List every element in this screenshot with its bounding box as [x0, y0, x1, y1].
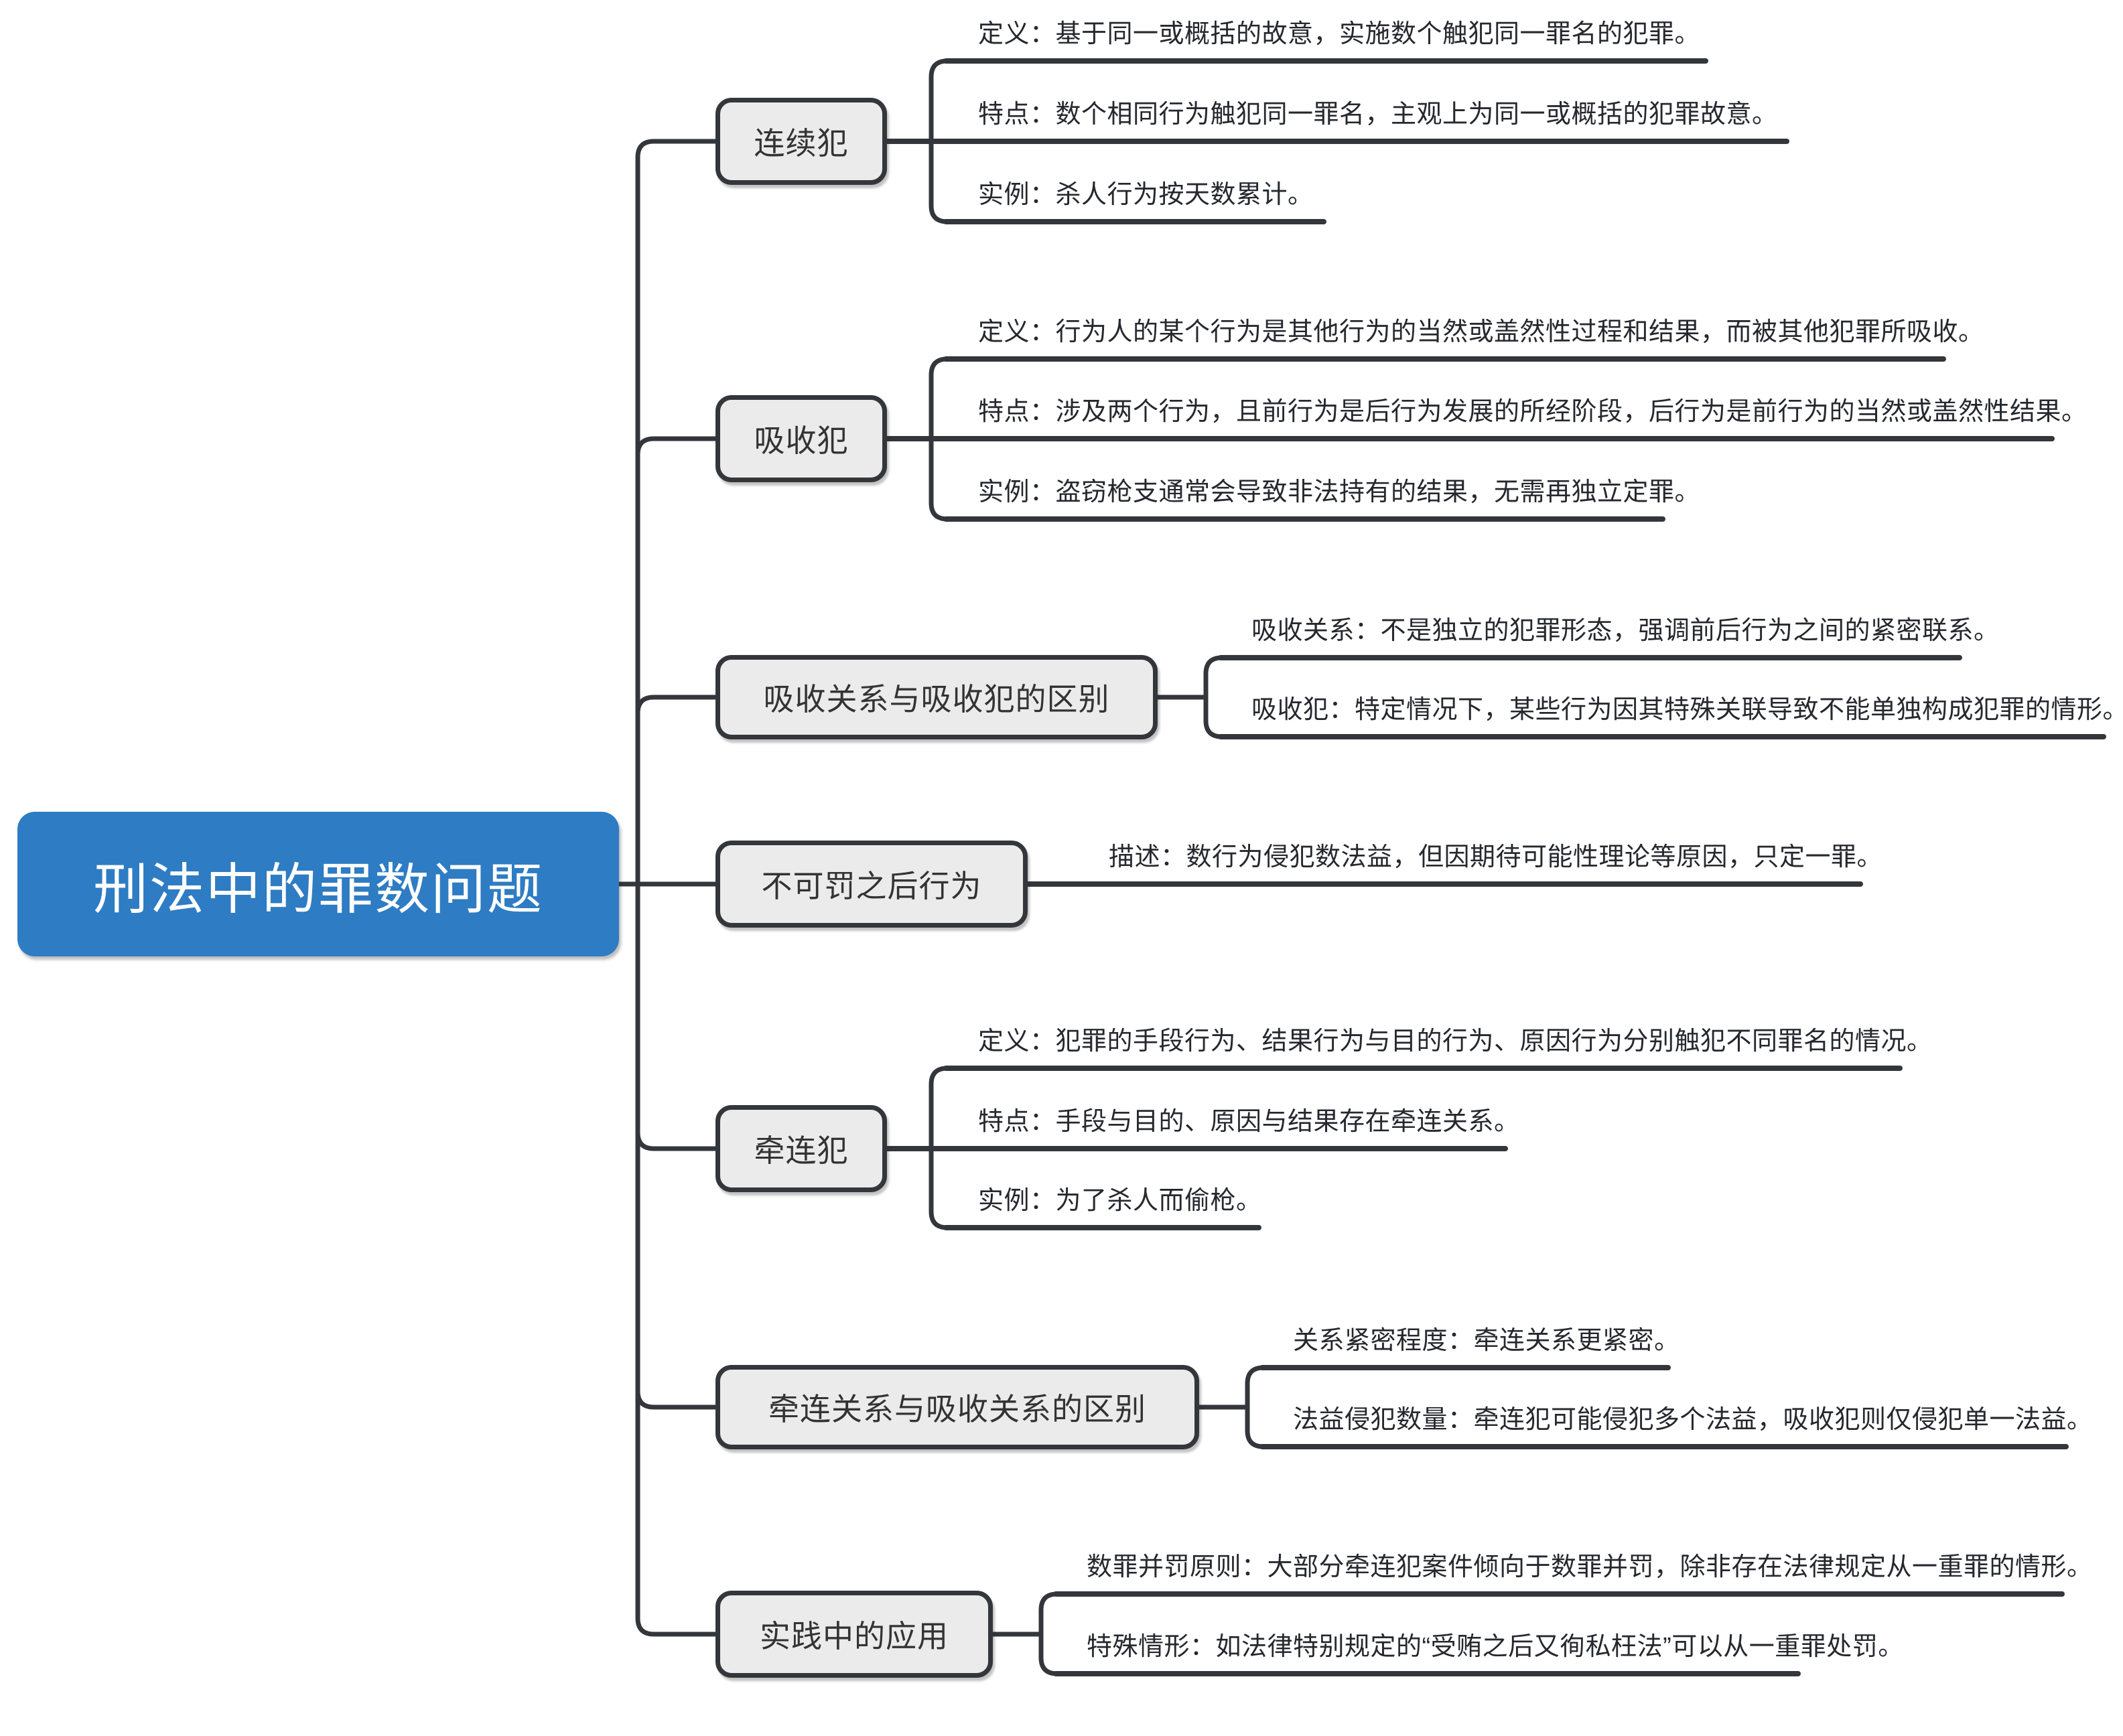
branch-node-label: 连续犯: [754, 126, 849, 161]
elbow-branch3: [635, 695, 718, 716]
leaf-topic[interactable]: 吸收关系：不是独立的犯罪形态，强调前后行为之间的紧密联系。: [1251, 615, 2000, 647]
leaf-topic[interactable]: 定义：犯罪的手段行为、结果行为与目的行为、原因行为分别触犯不同罪名的情况。: [978, 1025, 1933, 1058]
root-topic-label: 刑法中的罪数问题: [92, 859, 543, 920]
leaf-topic[interactable]: 实例：杀人行为按天数累计。: [978, 179, 1314, 211]
leaf-topic-text: 特殊情形：如法律特别规定的“受贿之后又徇私枉法”可以从一重罪处罚。: [1087, 1633, 1904, 1661]
branch-node-label: 不可罚之后行为: [761, 869, 982, 903]
leaf-topic-text: 实例：为了杀人而偷枪。: [978, 1187, 1262, 1215]
leaf-topic-text: 定义：基于同一或概括的故意，实施数个触犯同一罪名的犯罪。: [978, 20, 1701, 48]
leaf-topic[interactable]: 吸收犯：特定情况下，某些行为因其特殊关联导致不能单独构成犯罪的情形。: [1251, 694, 2123, 726]
trunk-line: [635, 139, 718, 1637]
bracket-branch7: [1038, 1591, 1060, 1676]
leaf-topic[interactable]: 数罪并罚原则：大部分牵连犯案件倾向于数罪并罚，除非存在法律规定从一重罪的情形。: [1087, 1551, 2093, 1583]
leaf-topic-text: 吸收犯：特定情况下，某些行为因其特殊关联导致不能单独构成犯罪的情形。: [1251, 696, 2123, 724]
branch-node-label: 实践中的应用: [760, 1619, 949, 1654]
leaf-topic[interactable]: 定义：行为人的某个行为是其他行为的当然或盖然性过程和结果，而被其他犯罪所吸收。: [978, 316, 1984, 348]
leaf-topic[interactable]: 关系紧密程度：牵连关系更紧密。: [1293, 1325, 1680, 1357]
branch-node-qianlian-xishou-qubie[interactable]: 牵连关系与吸收关系的区别: [715, 1365, 1199, 1449]
leaf-topic-text: 描述：数行为侵犯数法益，但因期待可能性理论等原因，只定一罪。: [1109, 843, 1883, 871]
branch-node-lianxufan[interactable]: 连续犯: [715, 98, 887, 185]
leaf-topic-text: 实例：杀人行为按天数累计。: [978, 181, 1314, 209]
branch-node-shijian-yingyong[interactable]: 实践中的应用: [715, 1591, 993, 1678]
leaf-topic-text: 定义：犯罪的手段行为、结果行为与目的行为、原因行为分别触犯不同罪名的情况。: [978, 1027, 1933, 1056]
root-topic[interactable]: 刑法中的罪数问题: [17, 812, 619, 956]
leaf-topic[interactable]: 特点：手段与目的、原因与结果存在牵连关系。: [978, 1106, 1520, 1138]
elbow-branch6: [635, 1388, 718, 1410]
leaf-topic-text: 特点：手段与目的、原因与结果存在牵连关系。: [978, 1108, 1520, 1136]
elbow-branch2: [635, 436, 718, 457]
branch-node-bukefa-zhihou-xingwei[interactable]: 不可罚之后行为: [715, 841, 1028, 928]
leaf-topic[interactable]: 实例：为了杀人而偷枪。: [978, 1185, 1262, 1217]
leaf-topic-text: 特点：涉及两个行为，且前行为是后行为发展的所经阶段，后行为是前行为的当然或盖然性…: [978, 398, 2087, 426]
branch-node-xishoufan[interactable]: 吸收犯: [715, 395, 887, 482]
bracket-branch3: [1203, 655, 1225, 739]
branch-node-label: 牵连关系与吸收关系的区别: [768, 1392, 1146, 1427]
leaf-topic[interactable]: 特点：涉及两个行为，且前行为是后行为发展的所经阶段，后行为是前行为的当然或盖然性…: [978, 396, 2087, 428]
leaf-topic-text: 实例：盗窃枪支通常会导致非法持有的结果，无需再独立定罪。: [978, 478, 1701, 506]
leaf-topic[interactable]: 实例：盗窃枪支通常会导致非法持有的结果，无需再独立定罪。: [978, 476, 1700, 508]
leaf-topic-text: 定义：行为人的某个行为是其他行为的当然或盖然性过程和结果，而被其他犯罪所吸收。: [978, 318, 1984, 346]
leaf-topic-text: 数罪并罚原则：大部分牵连犯案件倾向于数罪并罚，除非存在法律规定从一重罪的情形。: [1087, 1553, 2093, 1581]
bracket-branch6: [1245, 1365, 1266, 1449]
leaf-topic[interactable]: 特殊情形：如法律特别规定的“受贿之后又徇私枉法”可以从一重罪处罚。: [1087, 1631, 1904, 1663]
leaf-topic[interactable]: 描述：数行为侵犯数法益，但因期待可能性理论等原因，只定一罪。: [1109, 841, 1882, 873]
leaf-topic-text: 法益侵犯数量：牵连犯可能侵犯多个法益，吸收犯则仅侵犯单一法益。: [1293, 1406, 2093, 1434]
branch-node-xishou-guanxi-qubie[interactable]: 吸收关系与吸收犯的区别: [715, 655, 1158, 739]
branch-node-qianlianfan[interactable]: 牵连犯: [715, 1105, 887, 1192]
leaf-topic[interactable]: 法益侵犯数量：牵连犯可能侵犯多个法益，吸收犯则仅侵犯单一法益。: [1293, 1404, 2093, 1436]
leaf-topic-text: 关系紧密程度：牵连关系更紧密。: [1293, 1327, 1680, 1355]
leaf-topic-text: 特点：数个相同行为触犯同一罪名，主观上为同一或概括的犯罪故意。: [978, 100, 1778, 129]
branch-node-label: 吸收关系与吸收犯的区别: [763, 682, 1110, 717]
branch-node-label: 吸收犯: [754, 423, 849, 458]
elbow-branch5: [635, 1130, 718, 1151]
leaf-topic[interactable]: 特点：数个相同行为触犯同一罪名，主观上为同一或概括的犯罪故意。: [978, 98, 1778, 131]
branch-node-label: 牵连犯: [754, 1133, 849, 1168]
leaf-topic[interactable]: 定义：基于同一或概括的故意，实施数个触犯同一罪名的犯罪。: [978, 18, 1700, 50]
leaf-topic-text: 吸收关系：不是独立的犯罪形态，强调前后行为之间的紧密联系。: [1251, 617, 2000, 645]
